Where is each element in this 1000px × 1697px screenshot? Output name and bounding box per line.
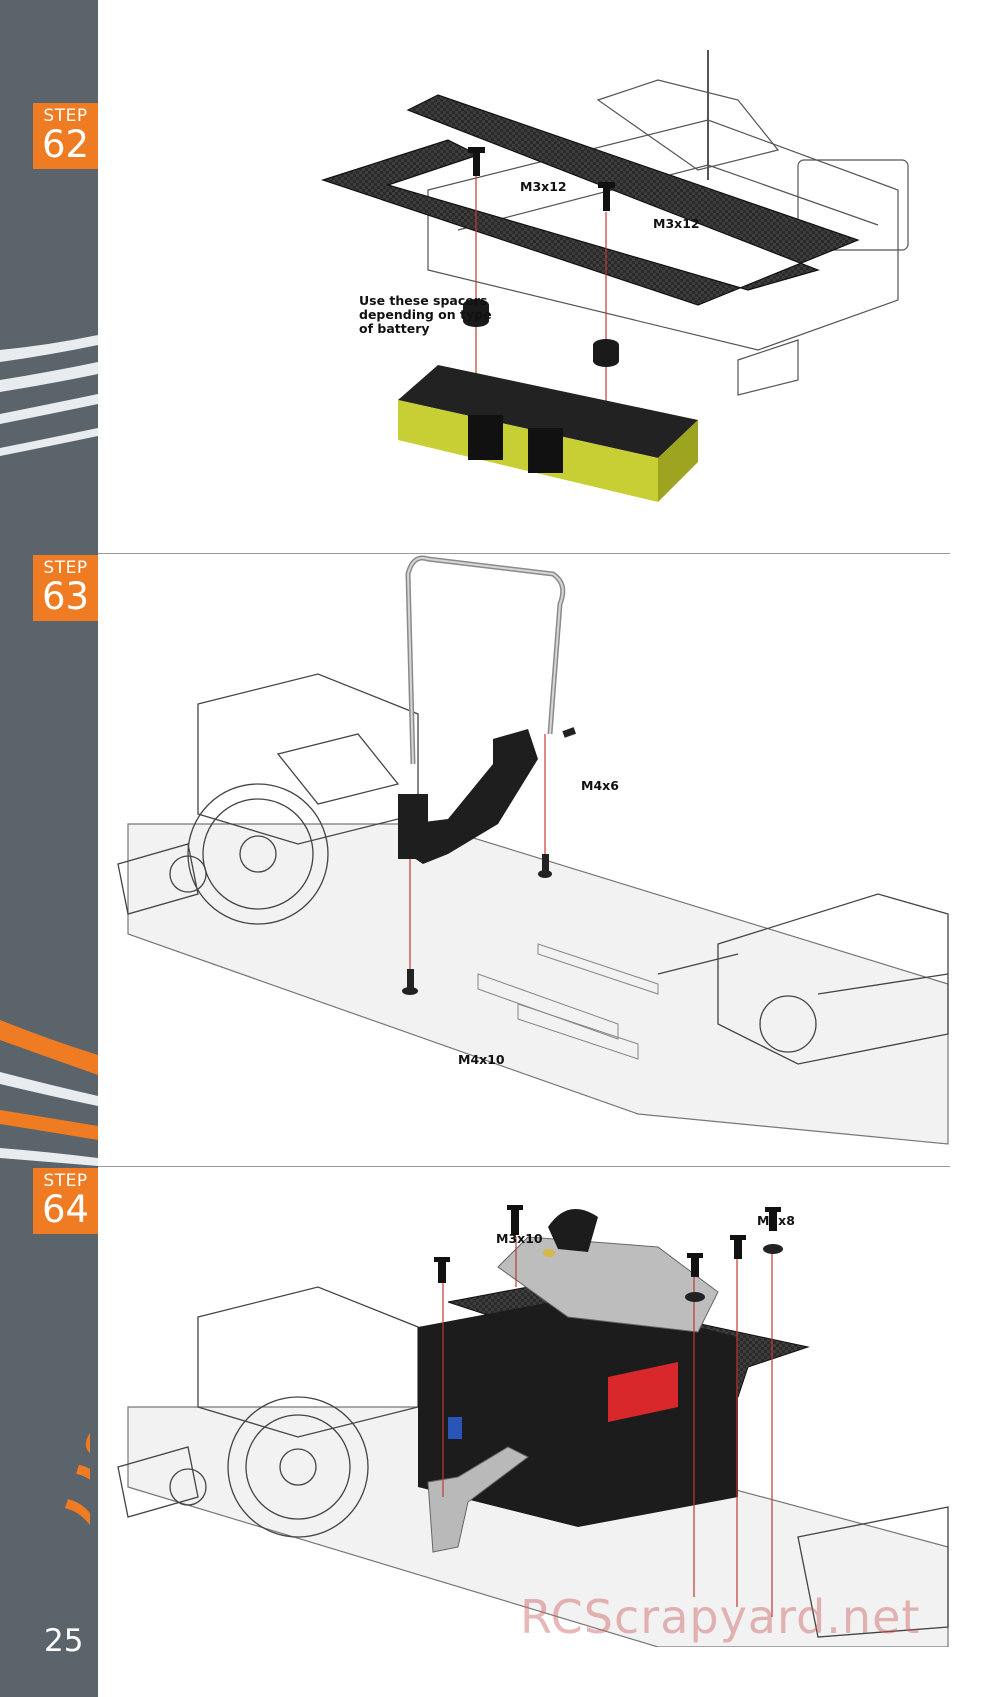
step-number: 63	[41, 575, 90, 618]
step-62-illustration	[321, 50, 909, 502]
screw-label-m4x6: M4x6	[581, 778, 619, 793]
step-63-illustration	[117, 555, 949, 1145]
spacer-icon	[593, 339, 619, 367]
screw-icon	[765, 1207, 781, 1231]
screw-label-m3x12-b: M3x12	[653, 216, 700, 231]
screw-icon	[730, 1235, 746, 1259]
screw-label-m3x10: M3x10	[496, 1231, 543, 1246]
screw-icon	[468, 147, 485, 176]
washer-icon	[685, 1244, 783, 1302]
step-label: STEP	[43, 106, 88, 126]
step-number: 62	[41, 123, 90, 166]
svg-text:977: 977	[44, 1425, 90, 1531]
battery-icon	[398, 365, 698, 502]
receiver-icon	[497, 1209, 719, 1333]
screw-label-m3x12-a: M3x12	[520, 179, 567, 194]
sidebar: 977 25	[0, 0, 98, 1697]
step-64-badge: STEP 64	[33, 1168, 98, 1234]
screw-label-m3x8: M3x8	[757, 1213, 795, 1228]
step-number: 64	[41, 1188, 90, 1231]
sidebar-stripes	[0, 335, 98, 1166]
screw-icon	[434, 1257, 450, 1283]
page-number: 25	[44, 1623, 84, 1659]
screw-icon	[402, 969, 418, 995]
step-63-badge: STEP 63	[33, 555, 98, 621]
step-label: STEP	[43, 558, 88, 578]
screw-icon	[687, 1253, 703, 1277]
screw-icon	[507, 1205, 523, 1235]
screw-icon	[562, 727, 577, 738]
step-64-illustration	[117, 1205, 949, 1647]
step-divider	[98, 1166, 950, 1167]
watermark: RCScrapyard.net	[520, 1590, 921, 1644]
spacer-icon	[463, 299, 489, 327]
screw-icon	[538, 854, 552, 878]
screw-label-m4x10: M4x10	[458, 1052, 505, 1067]
step-label: STEP	[43, 1171, 88, 1191]
logo-977: 977	[44, 1425, 90, 1531]
spacer-note: Use these spacers depending on type of b…	[359, 293, 492, 336]
screw-icon	[598, 182, 615, 211]
step-62-badge: STEP 62	[33, 103, 98, 169]
step-divider	[98, 553, 950, 554]
